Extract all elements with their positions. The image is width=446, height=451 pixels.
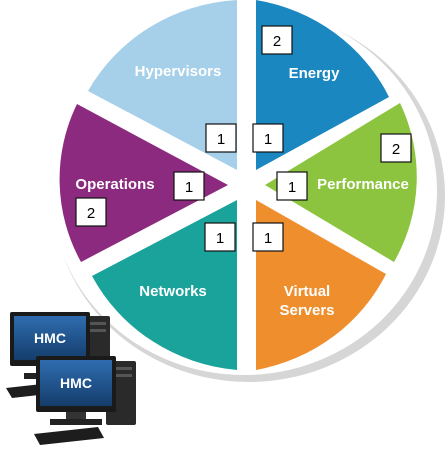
monitor-screen	[14, 316, 86, 360]
networks-segment[interactable]	[92, 200, 237, 370]
networks-inner-count: 1	[204, 222, 236, 252]
virtual-servers-inner-count: 1	[252, 222, 284, 252]
svg-text:1: 1	[264, 230, 272, 247]
performance-outer-count: 2	[380, 133, 412, 163]
operations-label: Operations	[75, 176, 154, 193]
energy-inner-count: 1	[252, 123, 284, 153]
hypervisors-label: Hypervisors	[135, 63, 222, 80]
performance-label: Performance	[317, 176, 409, 193]
monitor-screen	[40, 360, 112, 406]
operations-inner-count: 1	[173, 171, 205, 201]
hmc-computer-2[interactable]: HMC	[34, 356, 136, 445]
operations-outer-count: 2	[75, 197, 107, 227]
hmc-label-1: HMC	[34, 330, 66, 346]
hypervisors-inner-count: 1	[205, 123, 237, 153]
svg-text:2: 2	[392, 141, 400, 158]
svg-text:2: 2	[87, 205, 95, 222]
svg-text:1: 1	[185, 179, 193, 196]
networks-label: Networks	[139, 283, 207, 300]
keyboard-icon	[34, 427, 104, 445]
performance-segment[interactable]	[265, 103, 417, 262]
performance-inner-count: 1	[276, 171, 308, 201]
hmc-label-2: HMC	[60, 375, 92, 391]
virtual-servers-segment[interactable]	[256, 200, 386, 370]
svg-text:1: 1	[264, 131, 272, 148]
svg-text:1: 1	[217, 131, 225, 148]
svg-text:2: 2	[273, 33, 281, 50]
hypervisors-segment[interactable]	[88, 0, 237, 170]
svg-text:1: 1	[288, 179, 296, 196]
energy-outer-count: 2	[261, 25, 293, 55]
virtual-servers-label-line1: Virtual	[284, 283, 330, 300]
virtual-servers-label-line2: Servers	[279, 302, 334, 319]
energy-label: Energy	[289, 65, 341, 82]
svg-text:1: 1	[216, 230, 224, 247]
